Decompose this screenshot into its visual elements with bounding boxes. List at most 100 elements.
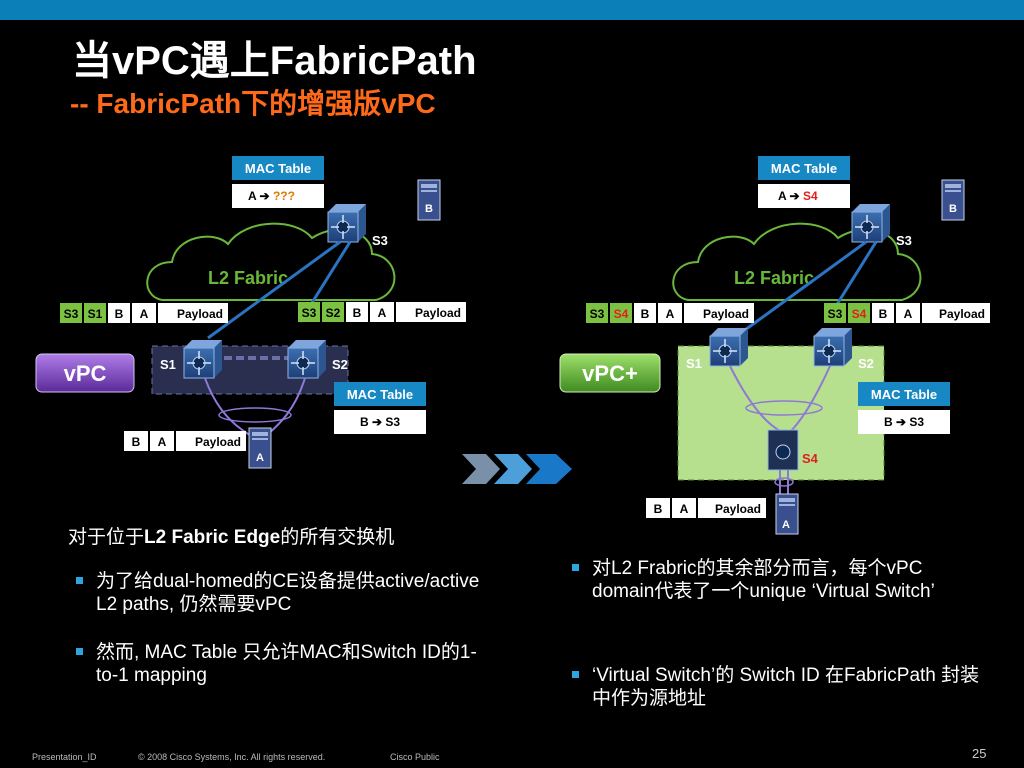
- mac-table-entry: [232, 184, 324, 208]
- mac-table-entry: [334, 410, 426, 434]
- vpc-plus-label-box: [559, 353, 661, 393]
- switch-s1-icon: [709, 327, 749, 367]
- frame-field: Payload: [703, 307, 749, 321]
- frame-field: B: [353, 306, 362, 320]
- switch-s2-icon: [813, 327, 853, 367]
- bullet-square-icon: [76, 648, 83, 655]
- bullet-square-icon: [572, 671, 579, 678]
- frame-field: B: [879, 307, 888, 321]
- mac-table-header: [232, 156, 324, 180]
- frame-field: S2: [326, 306, 341, 320]
- vpc-label-box: [35, 353, 135, 393]
- vpc-label: vPC: [64, 361, 107, 386]
- switch-s4-label: S4: [802, 451, 819, 466]
- switch-s3-label: S3: [896, 233, 912, 248]
- mac-table-header-label: MAC Table: [771, 161, 837, 176]
- switch-s1-label: S1: [160, 357, 176, 372]
- switch-s2-icon: [287, 339, 327, 379]
- frame-field: Payload: [177, 307, 223, 321]
- mac-table-header-label: MAC Table: [871, 387, 937, 402]
- right-diagram: L2 Fabric MAC Table A ➔ S4 S3 B S1 S2 S4…: [559, 156, 990, 535]
- mac-table-header: [758, 156, 850, 180]
- right-bullet-1: 对L2 Frabric的其余部分而言，每个vPC domain代表了一个uniq…: [572, 557, 988, 603]
- left-heading: 对于位于L2 Fabric Edge的所有交换机: [68, 526, 508, 549]
- mac-table-entry-text: B ➔ S3: [884, 415, 924, 429]
- frame-field: Payload: [415, 306, 461, 320]
- frame-field: A: [666, 307, 675, 321]
- left-bullet-2: 然而, MAC Table 只允许MAC和Switch ID的1-to-1 ma…: [76, 641, 496, 687]
- frame-field: S3: [64, 307, 79, 321]
- mac-table-entry-text: B ➔ S3: [360, 415, 400, 429]
- host-a-label: A: [256, 452, 264, 464]
- slide-subtitle: -- FabricPath下的增强版vPC: [70, 88, 436, 119]
- footer-classification: Cisco Public: [390, 752, 440, 762]
- mac-table-header: [858, 382, 950, 406]
- frame-field: A: [904, 307, 913, 321]
- bullet-square-icon: [572, 564, 579, 571]
- host-b-label: B: [425, 203, 433, 215]
- host-b-label: B: [949, 203, 957, 215]
- frame-s1: S3 S1 B A Payload: [60, 303, 228, 323]
- frame-s2: S3 S4 B A Payload: [824, 303, 990, 323]
- right-bullet-2: ‘Virtual Switch’的 Switch ID 在FabricPath …: [572, 664, 988, 710]
- frame-s1: S3 S4 B A Payload: [586, 303, 754, 323]
- footer-presentation-id: Presentation_ID: [32, 752, 97, 762]
- switch-s3-icon: [851, 203, 891, 243]
- l2-fabric-cloud: [672, 222, 922, 301]
- switch-s3-icon: [327, 203, 367, 243]
- switch-s2-label: S2: [858, 356, 874, 371]
- mac-table-entry-text: A ➔ S4: [778, 189, 818, 203]
- frame-field: B: [132, 435, 141, 449]
- top-bar: [0, 0, 1024, 20]
- frame-field: S1: [88, 307, 103, 321]
- frame-host: B A Payload: [124, 431, 246, 451]
- mac-table-entry: [858, 410, 950, 434]
- frame-field: S3: [590, 307, 605, 321]
- left-heading-suffix: 的所有交换机: [280, 527, 395, 548]
- left-diagram: L2 Fabric MAC Table A ➔ ??? S3 B S1 S2 A…: [35, 156, 466, 469]
- fabric-label: L2 Fabric: [208, 268, 288, 288]
- mac-table-entry: [758, 184, 850, 208]
- vpc-plus-label: vPC+: [582, 361, 638, 386]
- fabric-label: L2 Fabric: [734, 268, 814, 288]
- frame-host: B A Payload: [646, 498, 766, 518]
- transition-arrows-icon: [462, 454, 572, 484]
- left-heading-prefix: 对于位于: [68, 527, 145, 548]
- frame-field: Payload: [939, 307, 985, 321]
- frame-s2: S3 S2 B A Payload: [298, 302, 466, 322]
- switch-s3-label: S3: [372, 233, 388, 248]
- slide-title: 当vPC遇上FabricPath: [72, 39, 477, 83]
- frame-field: S3: [302, 306, 317, 320]
- right-bullet-1-text: 对L2 Frabric的其余部分而言，每个vPC domain代表了一个uniq…: [592, 558, 935, 602]
- frame-field: Payload: [715, 502, 761, 516]
- frame-field: A: [140, 307, 149, 321]
- frame-field: A: [378, 306, 387, 320]
- l2-fabric-cloud: [146, 222, 396, 301]
- frame-field: Payload: [195, 435, 241, 449]
- footer-copyright: © 2008 Cisco Systems, Inc. All rights re…: [138, 752, 326, 762]
- switch-s1-label: S1: [686, 356, 702, 371]
- switch-s2-label: S2: [332, 357, 348, 372]
- switch-s1-icon: [183, 339, 223, 379]
- left-bullet-2-text: 然而, MAC Table 只允许MAC和Switch ID的1-to-1 ma…: [96, 642, 477, 686]
- left-heading-bold: L2 Fabric Edge: [144, 527, 281, 548]
- mac-table-header-label: MAC Table: [347, 387, 413, 402]
- host-a-label: A: [782, 519, 790, 531]
- frame-field: S4: [852, 307, 867, 321]
- right-bullet-2-text: ‘Virtual Switch’的 Switch ID 在FabricPath …: [592, 665, 980, 709]
- frame-field: S3: [828, 307, 843, 321]
- frame-field: A: [680, 502, 689, 516]
- left-bullet-1: 为了给dual-homed的CE设备提供active/active L2 pat…: [76, 570, 496, 616]
- frame-field: A: [158, 435, 167, 449]
- mac-table-entry-text: A ➔ ???: [248, 189, 295, 203]
- mac-table-header-label: MAC Table: [245, 161, 311, 176]
- mac-table-header: [334, 382, 426, 406]
- left-bullet-1-text: 为了给dual-homed的CE设备提供active/active L2 pat…: [96, 571, 480, 615]
- frame-field: S4: [614, 307, 629, 321]
- bullet-square-icon: [76, 577, 83, 584]
- page-number: 25: [972, 746, 987, 761]
- frame-field: B: [115, 307, 124, 321]
- frame-field: B: [641, 307, 650, 321]
- frame-field: B: [654, 502, 663, 516]
